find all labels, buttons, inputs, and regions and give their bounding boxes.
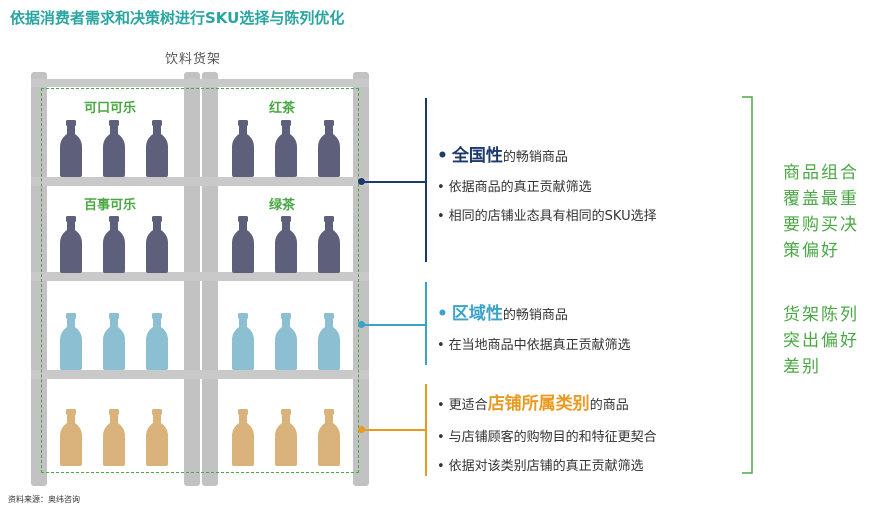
store-bullet-1: •更适合店铺所属类别的商品: [437, 389, 629, 414]
regional-bullet-2-text: 在当地商品中依据真正贡献筛选: [448, 338, 631, 353]
connector-regional: [362, 324, 426, 326]
source-note: 资料来源：奥纬咨询: [8, 495, 80, 504]
store-bullet-2: •与店铺顾客的购物目的和特征更契合: [437, 426, 657, 445]
store-highlight: 店铺所属类别: [487, 394, 590, 414]
bullet-dot: •: [437, 398, 445, 413]
regional-bullet-1-rest: 的畅销商品: [502, 308, 568, 323]
conclusion-line-1: 商品组合: [783, 163, 859, 183]
store-bullet-3: •依据对该类别店铺的真正贡献筛选: [437, 455, 644, 474]
shelf-board-top: [31, 79, 369, 87]
regional-highlight: 区域性: [451, 304, 503, 324]
national-bullet-2: •依据商品的真正贡献筛选: [437, 176, 592, 195]
bottle: [103, 313, 125, 370]
conclusion-display: 货架陈列 突出偏好 差别: [783, 302, 859, 380]
bracket-national: [425, 98, 427, 262]
bullet-dot: •: [437, 338, 445, 353]
bracket-store: [425, 384, 427, 476]
bottle: [318, 313, 340, 370]
national-bullet-3-text: 相同的店铺业态具有相同的SKU选择: [448, 209, 657, 224]
shelf-board-2: [31, 272, 369, 281]
shelf-board-3: [31, 370, 369, 379]
shelf-board-1: [31, 177, 369, 186]
brand-label-pepsi: 百事可乐: [83, 198, 136, 213]
national-bullet-3: •相同的店铺业态具有相同的SKU选择: [437, 205, 657, 224]
store-bullet-1-rest: 的商品: [589, 398, 629, 413]
bottle: [146, 313, 168, 370]
summary-bracket: [742, 96, 753, 474]
brand-label-green-tea: 绿茶: [268, 198, 295, 213]
connector-dot-regional: [358, 321, 365, 328]
bottle: [60, 120, 82, 177]
connector-store: [362, 429, 426, 431]
conclusion-line-7: 差别: [783, 357, 821, 377]
bottle: [146, 409, 168, 466]
bottle: [232, 313, 254, 370]
bottle: [275, 409, 297, 466]
bottle: [275, 216, 297, 273]
conclusion-line-5: 货架陈列: [783, 305, 859, 325]
bottle: [232, 120, 254, 177]
bottle: [232, 216, 254, 273]
connector-dot-store: [358, 426, 365, 433]
bottle: [232, 409, 254, 466]
regional-bullet-2: •在当地商品中依据真正贡献筛选: [437, 334, 631, 353]
conclusion-line-2: 覆盖最重: [783, 189, 859, 209]
bottle: [318, 216, 340, 273]
bullet-dot: •: [437, 146, 448, 166]
conclusion-line-3: 要购买决: [783, 215, 859, 235]
connector-dot-national: [358, 178, 365, 185]
bottle: [103, 216, 125, 273]
conclusion-line-6: 突出偏好: [783, 331, 859, 351]
store-bullet-3-text: 依据对该类别店铺的真正贡献筛选: [448, 459, 644, 474]
brand-label-black-tea: 红茶: [268, 101, 295, 116]
conclusion-assortment: 商品组合 覆盖最重 要购买决 策偏好: [783, 160, 859, 264]
national-highlight: 全国性: [451, 146, 503, 166]
national-bullet-1-rest: 的畅销商品: [502, 150, 568, 165]
bullet-dot: •: [437, 180, 445, 195]
bullet-dot: •: [437, 209, 445, 224]
bottle: [275, 313, 297, 370]
bottle: [318, 120, 340, 177]
page-title: 依据消费者需求和决策树进行SKU选择与陈列优化: [10, 9, 345, 27]
bullet-dot: •: [437, 430, 445, 445]
shelf-title: 饮料货架: [165, 52, 222, 67]
bottle: [146, 120, 168, 177]
bottle: [103, 409, 125, 466]
bottle: [318, 409, 340, 466]
national-bullet-2-text: 依据商品的真正贡献筛选: [448, 180, 592, 195]
conclusion-line-4: 策偏好: [783, 241, 840, 261]
connector-national: [362, 181, 426, 183]
bottle: [60, 216, 82, 273]
bottle: [275, 120, 297, 177]
brand-label-cola: 可口可乐: [83, 101, 136, 116]
bottle: [146, 216, 168, 273]
store-bullet-1-pre: 更适合: [448, 398, 488, 413]
regional-bullet-1: •区域性的畅销商品: [437, 299, 568, 324]
bullet-dot: •: [437, 459, 445, 474]
national-bullet-1: •全国性的畅销商品: [437, 141, 568, 166]
bottle: [60, 313, 82, 370]
bottle: [60, 409, 82, 466]
store-bullet-2-text: 与店铺顾客的购物目的和特征更契合: [448, 430, 657, 445]
bottle: [103, 120, 125, 177]
bracket-regional: [425, 282, 427, 365]
bullet-dot: •: [437, 304, 448, 324]
shelf-dashed-outline: [41, 88, 359, 473]
